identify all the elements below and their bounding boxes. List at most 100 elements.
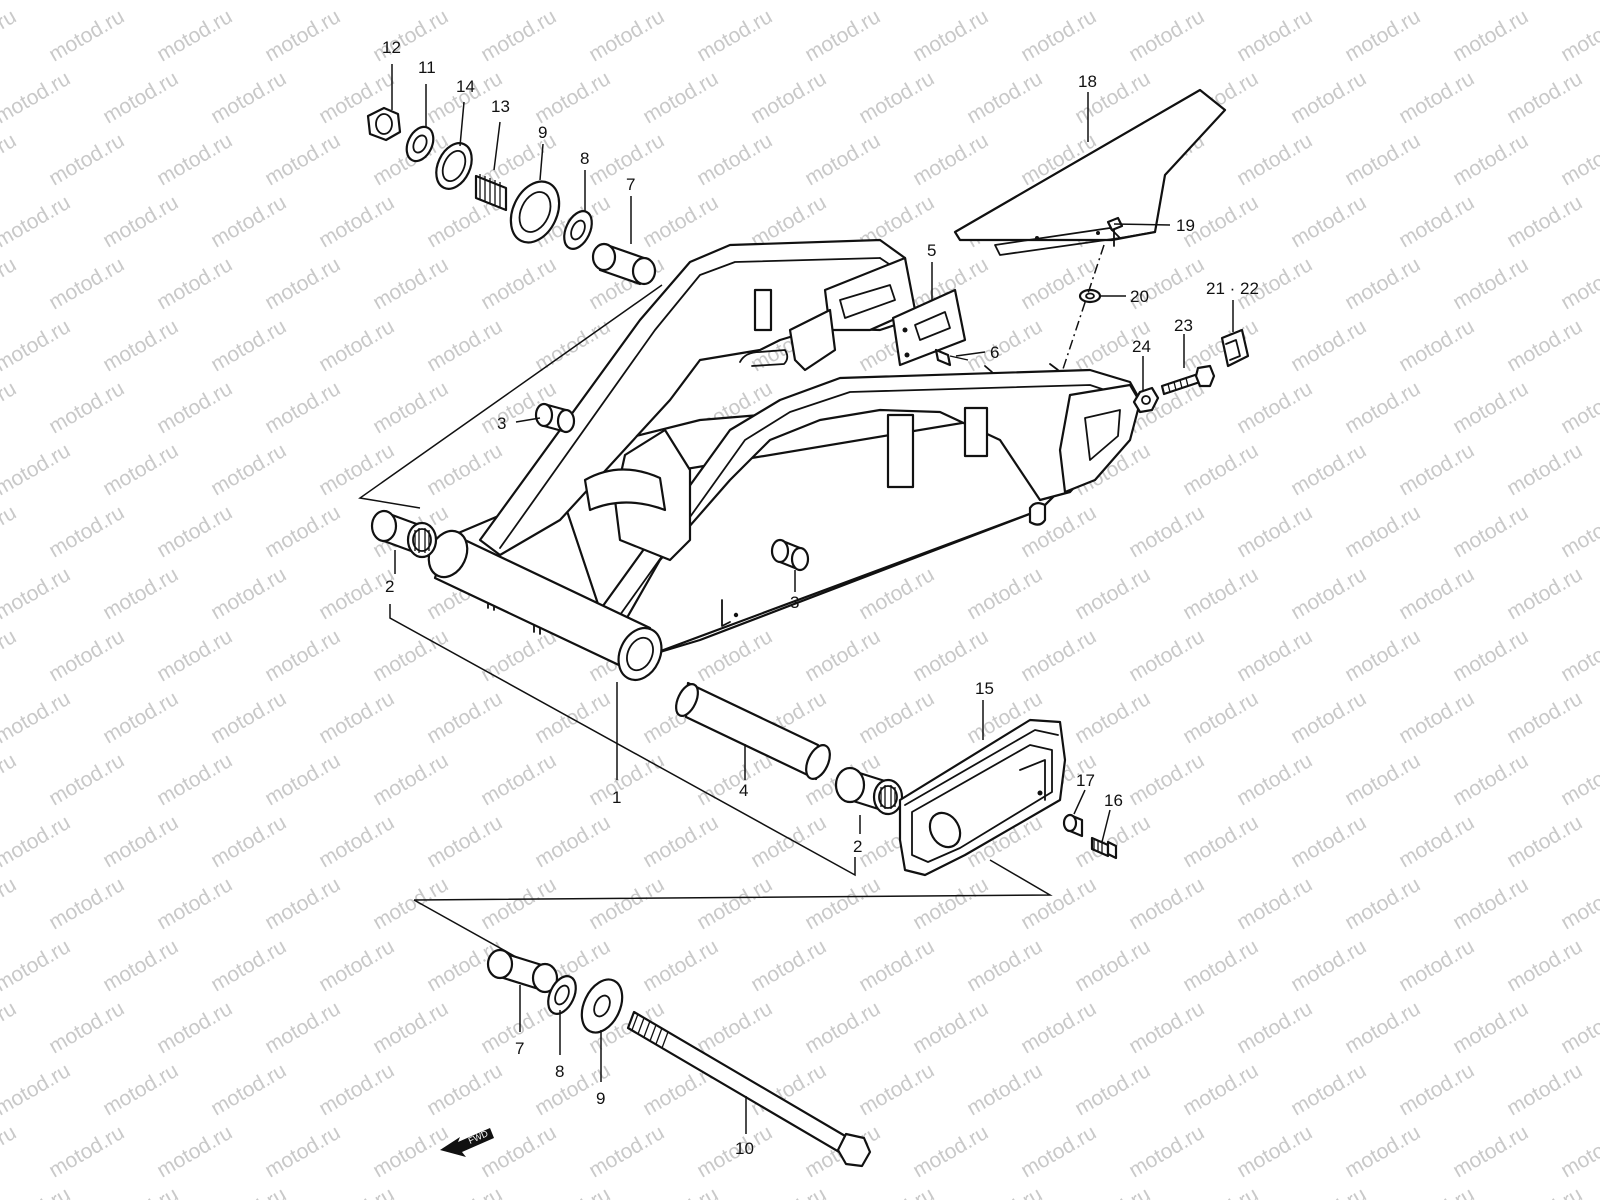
watermark-text: motod.ru [1287, 439, 1370, 500]
watermark-text: motod.ru [0, 749, 20, 810]
watermark-text: motod.ru [0, 687, 74, 748]
adjuster-plate-5 [891, 288, 967, 367]
watermark-text: motod.ru [1233, 501, 1316, 562]
watermark-text: motod.ru [1557, 501, 1600, 562]
watermark-text: motod.ru [0, 67, 74, 128]
washer-8-lower [547, 975, 577, 1015]
watermark-text: motod.ru [99, 811, 182, 872]
watermark-text: motod.ru [963, 563, 1046, 624]
watermark-text: motod.ru [261, 377, 344, 438]
callout-23: 23 [1174, 316, 1193, 335]
watermark-text: motod.ru [747, 67, 830, 128]
callout-4: 4 [739, 781, 748, 800]
watermark-text: motod.ru [639, 811, 722, 872]
callout-10: 10 [735, 1139, 754, 1158]
callout-14: 14 [456, 77, 475, 96]
watermark-text: motod.ru [585, 1121, 668, 1182]
watermark-text: motod.ru [207, 439, 290, 500]
watermark-text: motod.ru [207, 563, 290, 624]
watermark-text: motod.ru [315, 935, 398, 996]
watermark-text: motod.ru [1233, 377, 1316, 438]
adjuster-bolt-23 [1160, 364, 1216, 396]
watermark-text: motod.ru [99, 1183, 182, 1200]
callout-6: 6 [990, 343, 999, 362]
callout-19: 19 [1176, 216, 1195, 235]
watermark-text: motod.ru [1179, 687, 1262, 748]
callout-18: 18 [1078, 72, 1097, 91]
callout-labels: 12 11 14 13 9 8 7 18 5 19 20 21 · 22 6 2… [382, 38, 1259, 1158]
watermark-text: motod.ru [1503, 0, 1586, 4]
watermark-text: motod.ru [207, 315, 290, 376]
watermark-text: motod.ru [1503, 687, 1586, 748]
watermark-text: motod.ru [1287, 67, 1370, 128]
watermark-text: motod.ru [747, 935, 830, 996]
bush-3-lower [770, 538, 810, 572]
collar-17 [1062, 813, 1084, 838]
watermark-text: motod.ru [45, 997, 128, 1058]
watermark-text: motod.ru [1503, 1059, 1586, 1120]
watermark-text: motod.ru [1287, 687, 1370, 748]
watermark-text: motod.ru [99, 1059, 182, 1120]
watermark-text: motod.ru [1179, 935, 1262, 996]
adjuster-cap-21-22 [1220, 328, 1250, 368]
callout-12: 12 [382, 38, 401, 57]
watermark-text: motod.ru [99, 687, 182, 748]
watermark-text: motod.ru [369, 377, 452, 438]
watermark-text: motod.ru [45, 873, 128, 934]
watermark-text: motod.ru [801, 873, 884, 934]
watermark-text: motod.ru [207, 1183, 290, 1200]
watermark-text: motod.ru [855, 1183, 938, 1200]
watermark-text: motod.ru [369, 625, 452, 686]
watermark-text: motod.ru [99, 0, 182, 4]
watermark-text: motod.ru [1449, 625, 1532, 686]
bolt-16 [1090, 836, 1118, 860]
collar-7-lower [486, 948, 559, 994]
washer-8-upper [563, 210, 593, 250]
watermark-text: motod.ru [369, 253, 452, 314]
watermark-text: motod.ru [1341, 253, 1424, 314]
watermark-text: motod.ru [531, 687, 614, 748]
watermark-text: motod.ru [477, 253, 560, 314]
watermark-text: motod.ru [0, 625, 20, 686]
watermark-text: motod.ru [0, 1121, 20, 1182]
watermark-text: motod.ru [1395, 439, 1478, 500]
watermark-text: motod.ru [261, 625, 344, 686]
watermark-text: motod.ru [963, 1183, 1046, 1200]
watermark-text: motod.ru [531, 0, 614, 4]
watermark-text: motod.ru [423, 1183, 506, 1200]
watermark-text: motod.ru [1395, 0, 1478, 4]
watermark-text: motod.ru [1125, 997, 1208, 1058]
watermark-text: motod.ru [1233, 625, 1316, 686]
watermark-text: motod.ru [1449, 749, 1532, 810]
watermark-text: motod.ru [261, 129, 344, 190]
watermark-text: motod.ru [1071, 1059, 1154, 1120]
watermark-text: motod.ru [207, 191, 290, 252]
watermark-text: motod.ru [1233, 5, 1316, 66]
watermark-text: motod.ru [0, 5, 20, 66]
watermark-text: motod.ru [99, 935, 182, 996]
callout-21-22: 21 · 22 [1206, 279, 1259, 298]
watermark-text: motod.ru [153, 377, 236, 438]
watermark-text: motod.ru [1341, 1121, 1424, 1182]
watermark-text: motod.ru [1071, 563, 1154, 624]
watermark-text: motod.ru [423, 811, 506, 872]
watermark-text: motod.ru [1449, 377, 1532, 438]
watermark-text: motod.ru [1287, 811, 1370, 872]
watermark-text: motod.ru [1557, 253, 1600, 314]
watermark-text: motod.ru [1287, 935, 1370, 996]
watermark-text: motod.ru [45, 625, 128, 686]
watermark-text: motod.ru [1557, 5, 1600, 66]
watermark-text: motod.ru [0, 129, 20, 190]
callout-2-right: 2 [853, 837, 862, 856]
watermark-text: motod.ru [0, 1183, 74, 1200]
watermark-text: motod.ru [1341, 625, 1424, 686]
watermark-text: motod.ru [0, 935, 74, 996]
watermark-text: motod.ru [0, 997, 20, 1058]
watermark-text: motod.ru [99, 315, 182, 376]
watermark-text: motod.ru [531, 811, 614, 872]
watermark-text: motod.ru [477, 749, 560, 810]
watermark-text: motod.ru [639, 67, 722, 128]
watermark-text: motod.ru [0, 873, 20, 934]
watermark-text: motod.ru [261, 873, 344, 934]
watermark-text: motod.ru [0, 191, 74, 252]
